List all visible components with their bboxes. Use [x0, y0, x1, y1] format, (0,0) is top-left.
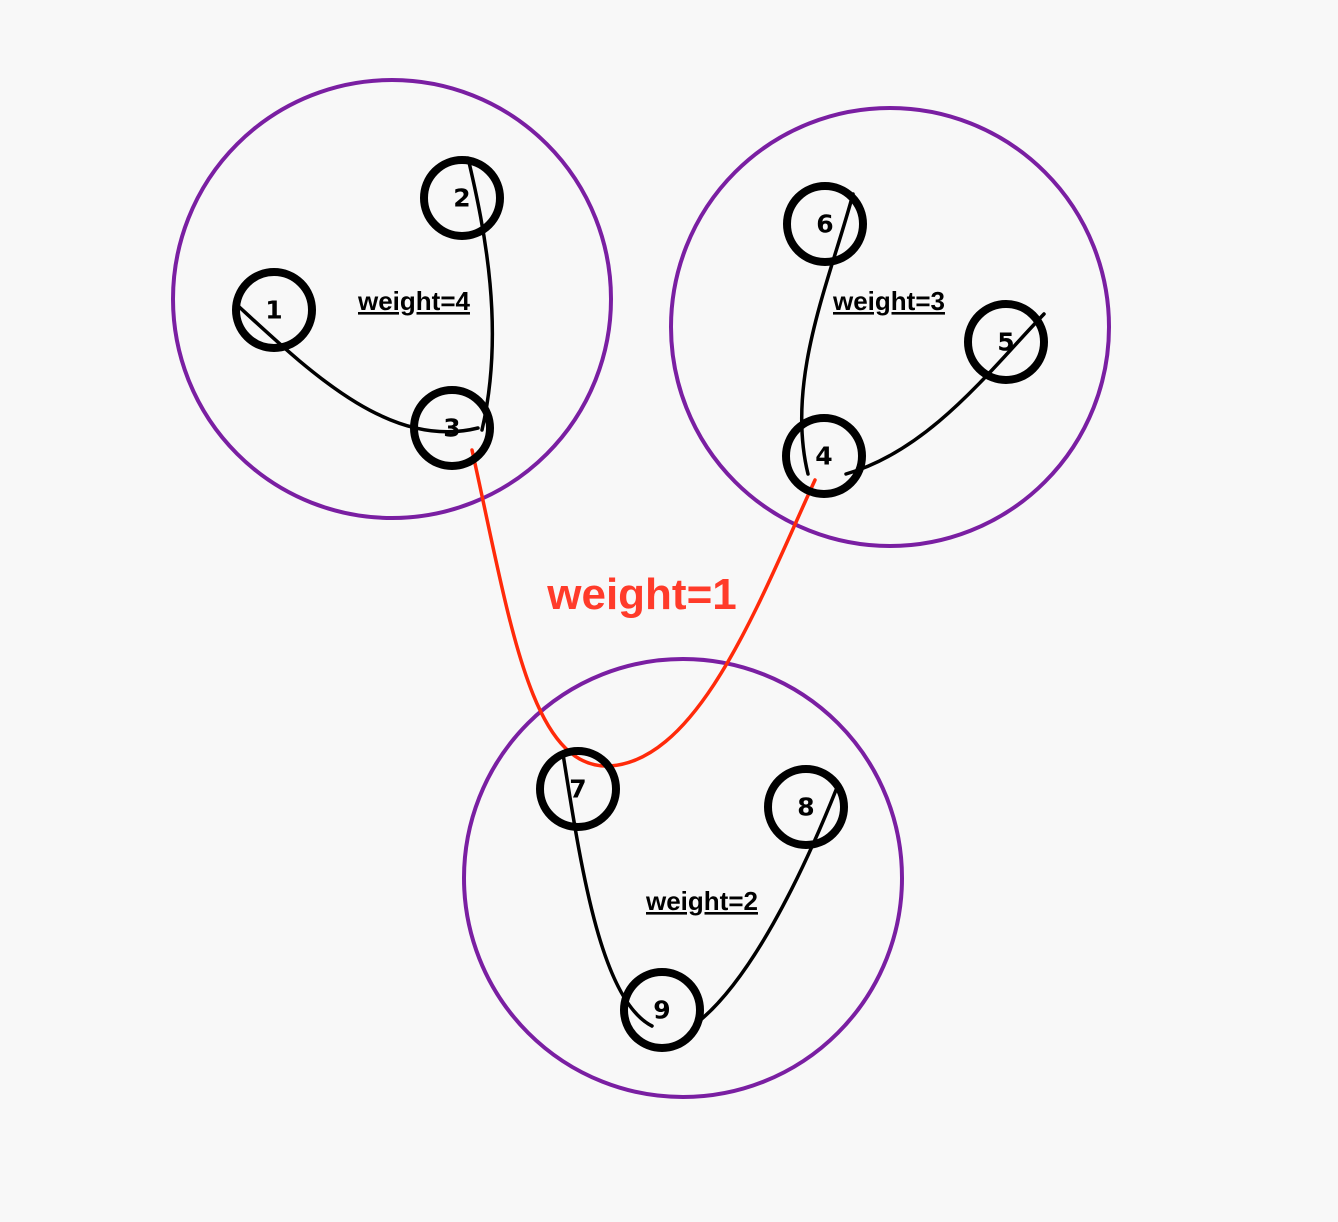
bridge-weight-label: weight=1 [546, 570, 737, 619]
edge-5-4 [844, 312, 1046, 476]
cluster-a-ring [171, 78, 613, 520]
edge-8-9 [696, 788, 838, 1024]
edge-2-3 [466, 156, 495, 432]
node-1: 1 [232, 268, 316, 352]
cluster-a-weight-label: weight=4 [357, 286, 471, 316]
node-9: 9 [620, 968, 704, 1052]
node-6: 6 [783, 182, 867, 266]
node-3-label: 3 [443, 414, 460, 443]
cluster-b-ring [669, 106, 1111, 548]
node-7: 7 [536, 747, 620, 831]
cluster-c-ring [462, 657, 904, 1099]
node-5-label: 5 [997, 328, 1014, 357]
node-7-label: 7 [569, 775, 586, 804]
edge-1-3 [234, 302, 480, 434]
cluster-b-weight-label: weight=3 [832, 286, 945, 316]
node-2: 2 [420, 156, 504, 240]
node-9-label: 9 [653, 996, 670, 1025]
node-1-label: 1 [265, 296, 282, 325]
node-4-label: 4 [815, 442, 832, 471]
node-4: 4 [782, 414, 866, 498]
node-6-label: 6 [816, 210, 833, 239]
node-8-label: 8 [797, 793, 814, 822]
node-3: 3 [410, 386, 494, 470]
node-8: 8 [764, 765, 848, 849]
edge-7-9 [561, 752, 654, 1028]
node-5: 5 [964, 300, 1048, 384]
edge-6-4 [800, 192, 855, 476]
node-2-label: 2 [453, 184, 470, 213]
cluster-c-weight-label: weight=2 [645, 886, 758, 916]
